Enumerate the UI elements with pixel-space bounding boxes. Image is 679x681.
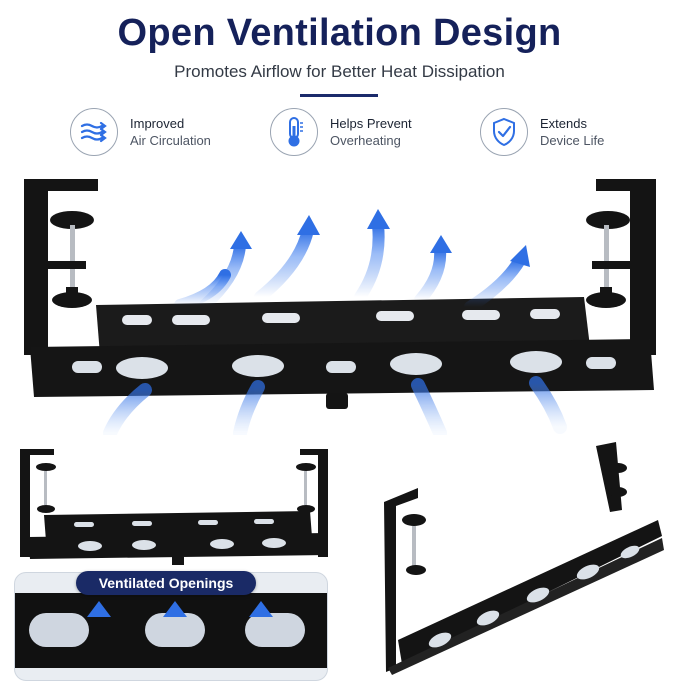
tray-front-view-illustration: [20, 449, 328, 565]
left-clamp: [24, 179, 98, 355]
page-title: Open Ventilation Design: [117, 12, 562, 54]
feature-title: Extends: [540, 116, 587, 131]
airflow-icon: [70, 108, 118, 156]
right-clamp: [586, 179, 656, 355]
shield-check-icon: [480, 108, 528, 156]
ventilated-openings-label: Ventilated Openings: [76, 571, 256, 595]
feature-subtitle: Overheating: [330, 133, 401, 148]
feature-device-life: Extends Device Life: [480, 108, 604, 156]
title-divider: [300, 94, 378, 97]
thermometer-icon: [270, 108, 318, 156]
ventilated-openings-detail: [14, 572, 328, 681]
feature-title: Helps Prevent: [330, 116, 412, 131]
feature-prevent-overheating: Helps Prevent Overheating: [270, 108, 412, 156]
page-subtitle: Promotes Airflow for Better Heat Dissipa…: [174, 62, 505, 81]
feature-subtitle: Device Life: [540, 133, 605, 148]
tray-angled-view-illustration: [384, 442, 664, 675]
feature-subtitle: Air Circulation: [130, 133, 211, 148]
hero-tray-illustration: [24, 179, 656, 435]
feature-title: Improved: [130, 116, 185, 131]
feature-air-circulation: Improved Air Circulation: [70, 108, 211, 156]
